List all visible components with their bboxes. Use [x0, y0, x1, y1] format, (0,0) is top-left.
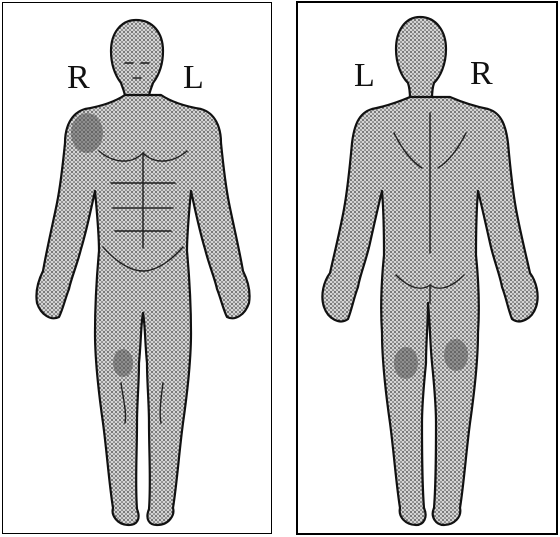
front-leg-shade: [113, 349, 133, 377]
back-leg-shade-left: [394, 347, 418, 379]
back-view-panel: L R: [296, 1, 558, 535]
front-shoulder-shade-right: [71, 113, 103, 153]
front-head: [111, 20, 163, 97]
back-leg-shade-right: [444, 339, 468, 371]
back-head: [396, 17, 446, 99]
back-body-figure: [298, 3, 560, 537]
front-body-figure: [3, 3, 273, 535]
front-view-panel: R L: [2, 2, 272, 534]
